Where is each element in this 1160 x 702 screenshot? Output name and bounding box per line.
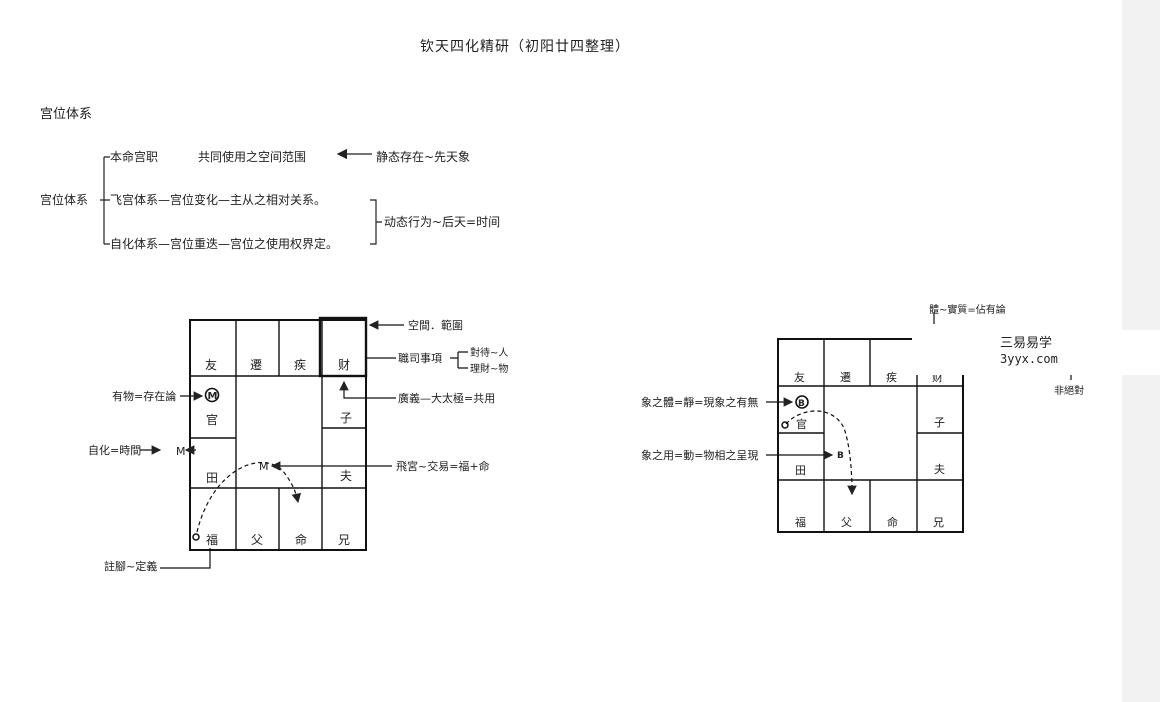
right-palace-xiong: 兄 bbox=[933, 516, 944, 529]
right-palace-fu: 福 bbox=[795, 515, 806, 529]
left-palace-chart: 友 遷 疾 财 官 子 田 夫 福 父 命 兄 M M M 空間．範圍 職司事項… bbox=[88, 316, 508, 573]
left-palace-guan: 官 bbox=[206, 412, 218, 427]
right-note-ti-top: 體~實質=佔有論 bbox=[929, 303, 1006, 316]
left-palace-fu-spouse: 夫 bbox=[340, 469, 352, 483]
tree-branch-benming-note: 共同使用之空间范围 bbox=[198, 149, 306, 164]
tree-dynamic-tag: 动态行为~后天=时间 bbox=[384, 215, 500, 229]
watermark-url: 3yyx.com bbox=[1000, 352, 1058, 366]
tree-branch-feigong: 飞宫体系—宫位变化—主从之相对关系。 bbox=[110, 192, 326, 207]
left-marker-zihua-m: M bbox=[176, 445, 186, 458]
left-marker-feigong-m: M bbox=[259, 460, 269, 473]
left-note-zhujiao: 註腳~定義 bbox=[104, 559, 157, 573]
right-palace-chart: 友 遷 疾 财 官 子 田 夫 福 父 命 兄 B B 象之體=靜=現象之有無 … bbox=[641, 303, 1084, 533]
right-marker-circled-b: B bbox=[798, 399, 805, 409]
left-palace-tian: 田 bbox=[206, 471, 218, 485]
left-note-feigong: 飛宮~交易=福+命 bbox=[396, 459, 490, 473]
left-palace-qian: 遷 bbox=[250, 358, 262, 372]
right-palace-you: 友 bbox=[794, 370, 805, 384]
tree-branch-benming: 本命宫职 bbox=[110, 149, 158, 164]
left-palace-zi: 子 bbox=[340, 411, 352, 425]
left-note-youwu: 有物=存在論 bbox=[112, 389, 176, 403]
left-palace-you: 友 bbox=[205, 358, 217, 372]
left-palace-ming: 命 bbox=[295, 532, 307, 547]
system-tree: 宫位体系 本命宫职 共同使用之空间范围 静态存在~先天象 飞宫体系—宫位变化—主… bbox=[40, 148, 500, 251]
left-palace-father: 父 bbox=[251, 533, 263, 547]
right-note-fei-jue: 非絕對 bbox=[1054, 384, 1084, 397]
left-palace-xiong: 兄 bbox=[338, 533, 350, 547]
right-palace-guan: 官 bbox=[796, 417, 807, 431]
left-palace-fu: 福 bbox=[206, 532, 218, 547]
tree-branch-zihua: 自化体系—宫位重迭—宫位之使用权界定。 bbox=[110, 236, 338, 251]
left-palace-ji: 疾 bbox=[294, 357, 306, 372]
right-note-xiang-ti: 象之體=靜=現象之有無 bbox=[641, 395, 758, 409]
left-note-space: 空間．範圍 bbox=[408, 318, 463, 332]
right-palace-ming: 命 bbox=[887, 515, 898, 529]
right-palace-father: 父 bbox=[841, 516, 852, 529]
tree-static-tag: 静态存在~先天象 bbox=[376, 150, 470, 164]
left-note-duties: 職司事項 bbox=[398, 352, 442, 365]
left-palace-cai: 财 bbox=[338, 358, 350, 372]
tree-root: 宫位体系 bbox=[40, 192, 88, 207]
right-palace-fu-spouse: 夫 bbox=[934, 463, 945, 476]
right-palace-tian: 田 bbox=[795, 464, 806, 477]
left-note-taiji: 廣義—大太極=共用 bbox=[398, 391, 495, 405]
right-palace-zi: 子 bbox=[934, 416, 945, 429]
right-palace-ji: 疾 bbox=[886, 370, 897, 384]
right-palace-cai: 财 bbox=[932, 370, 943, 384]
left-note-duty-a: 對待~人 bbox=[470, 346, 508, 359]
right-marker-b: B bbox=[837, 451, 844, 461]
page-title: 钦天四化精研（初阳廿四整理） bbox=[420, 39, 630, 55]
left-note-duty-b: 理財~物 bbox=[470, 362, 508, 375]
section-label: 宫位体系 bbox=[40, 107, 93, 122]
right-palace-qian: 遷 bbox=[840, 371, 851, 384]
right-note-xiang-yong: 象之用=動=物相之呈現 bbox=[641, 448, 758, 462]
left-marker-circled-m: M bbox=[208, 391, 218, 402]
watermark-badge: 三易易学 3yyx.com bbox=[912, 330, 1160, 375]
left-note-zihua: 自化=時間 bbox=[88, 443, 141, 457]
watermark-name: 三易易学 bbox=[1000, 336, 1053, 351]
